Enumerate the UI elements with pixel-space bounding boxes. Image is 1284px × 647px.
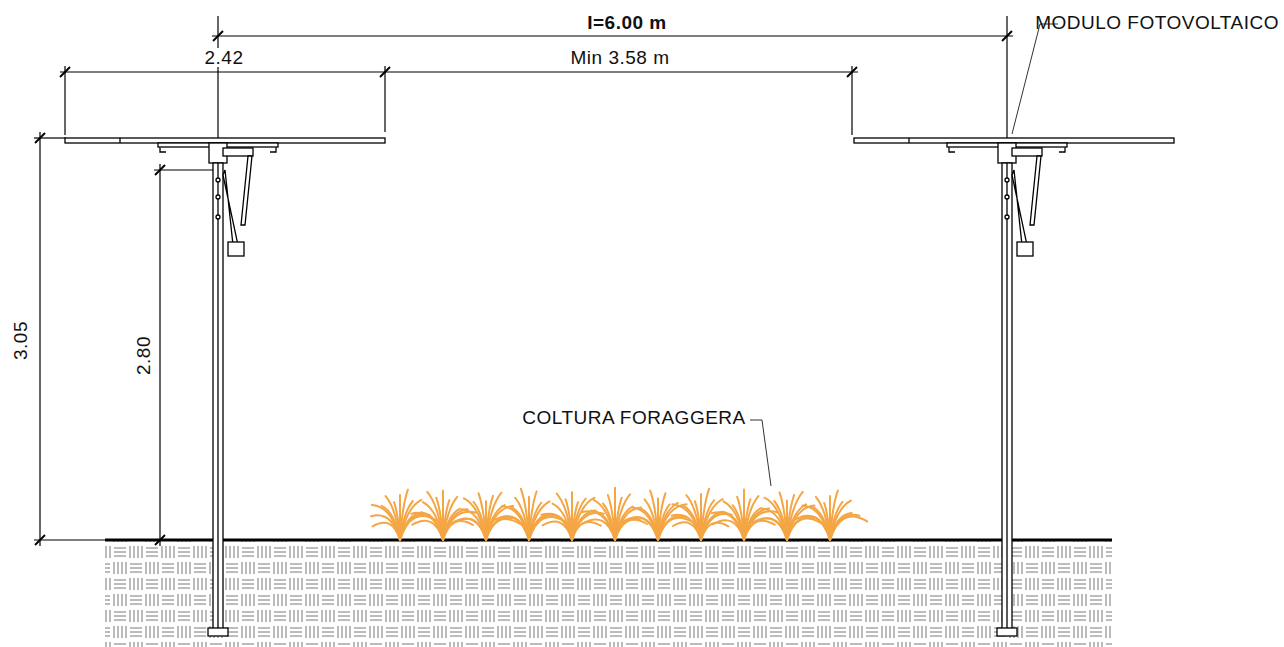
grass-blade — [780, 492, 788, 540]
grass-blade — [744, 511, 778, 540]
grass-blade — [386, 496, 400, 540]
grass-blade — [701, 523, 728, 540]
grass-blade — [632, 507, 658, 540]
grass-blade — [816, 497, 830, 540]
callout-label: COLTURA FORAGGERA — [520, 408, 748, 427]
grass-blade — [529, 517, 566, 540]
grass-blade — [443, 521, 473, 540]
grass-blade — [572, 522, 601, 540]
grass-blade — [701, 512, 724, 540]
dimension-label: 3.05 — [10, 321, 29, 360]
forage-crop — [371, 488, 867, 540]
grass-blade — [744, 509, 769, 540]
grass-blade — [443, 509, 468, 540]
soil-hatch — [105, 541, 1112, 647]
dimension-lines — [34, 16, 1013, 546]
grass-blade — [521, 489, 529, 540]
grass-blade — [572, 511, 596, 541]
grass-blade — [830, 517, 867, 540]
dimension-label: Min 3.58 m — [569, 48, 672, 67]
dimension-label: 2.80 — [133, 336, 152, 375]
ground-line — [105, 539, 1112, 542]
grass-blade — [787, 506, 815, 541]
dimension-label: 2.42 — [203, 48, 246, 67]
grass-blade — [744, 521, 775, 540]
grass-blade — [479, 493, 486, 540]
grass-blade — [557, 494, 572, 540]
grass-blade — [436, 498, 443, 540]
grass-blade — [650, 491, 658, 540]
grass-blade — [572, 513, 604, 540]
grass-blade — [427, 492, 443, 540]
grass-blade — [737, 497, 744, 540]
grass-blade — [658, 518, 693, 540]
grass-blade — [686, 495, 701, 540]
grass-blade — [443, 512, 476, 540]
grass-blade — [615, 520, 647, 540]
grass-blade — [486, 506, 513, 540]
dimension-label: I=6.00 m — [585, 13, 669, 32]
grass-blade — [701, 514, 732, 540]
grass-blade — [486, 519, 519, 540]
grass-blade — [615, 507, 641, 540]
grass-blade — [608, 495, 615, 540]
grass-blade — [502, 506, 529, 540]
tracker-structure — [65, 138, 385, 636]
callout-label: MODULO FOTOVOLTAICO — [1035, 13, 1279, 32]
leader-lines — [750, 24, 1058, 486]
